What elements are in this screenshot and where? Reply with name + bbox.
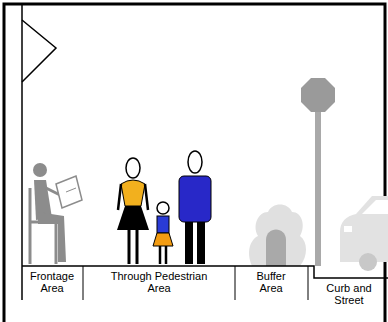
zone-label: Frontage Area (23, 270, 81, 294)
seated-reader (30, 163, 82, 264)
car (340, 196, 388, 262)
zone-label: Curb and Street (321, 282, 377, 306)
building-awning (22, 20, 56, 82)
tree-trunk (266, 230, 286, 267)
tree-bush (249, 205, 306, 267)
child-figure (153, 202, 173, 264)
stop-sign (301, 78, 335, 112)
car-wheel (359, 253, 377, 271)
sign-pole (315, 112, 321, 266)
zone-separator (83, 266, 308, 300)
zone-label: Through Pedestrian Area (104, 270, 214, 294)
frame (4, 4, 385, 322)
car-light (344, 226, 352, 232)
man-figure (179, 151, 211, 264)
woman-figure (117, 158, 149, 264)
car-window (362, 200, 388, 214)
zone-label: Buffer Area (249, 270, 294, 294)
building-wall (21, 5, 23, 300)
